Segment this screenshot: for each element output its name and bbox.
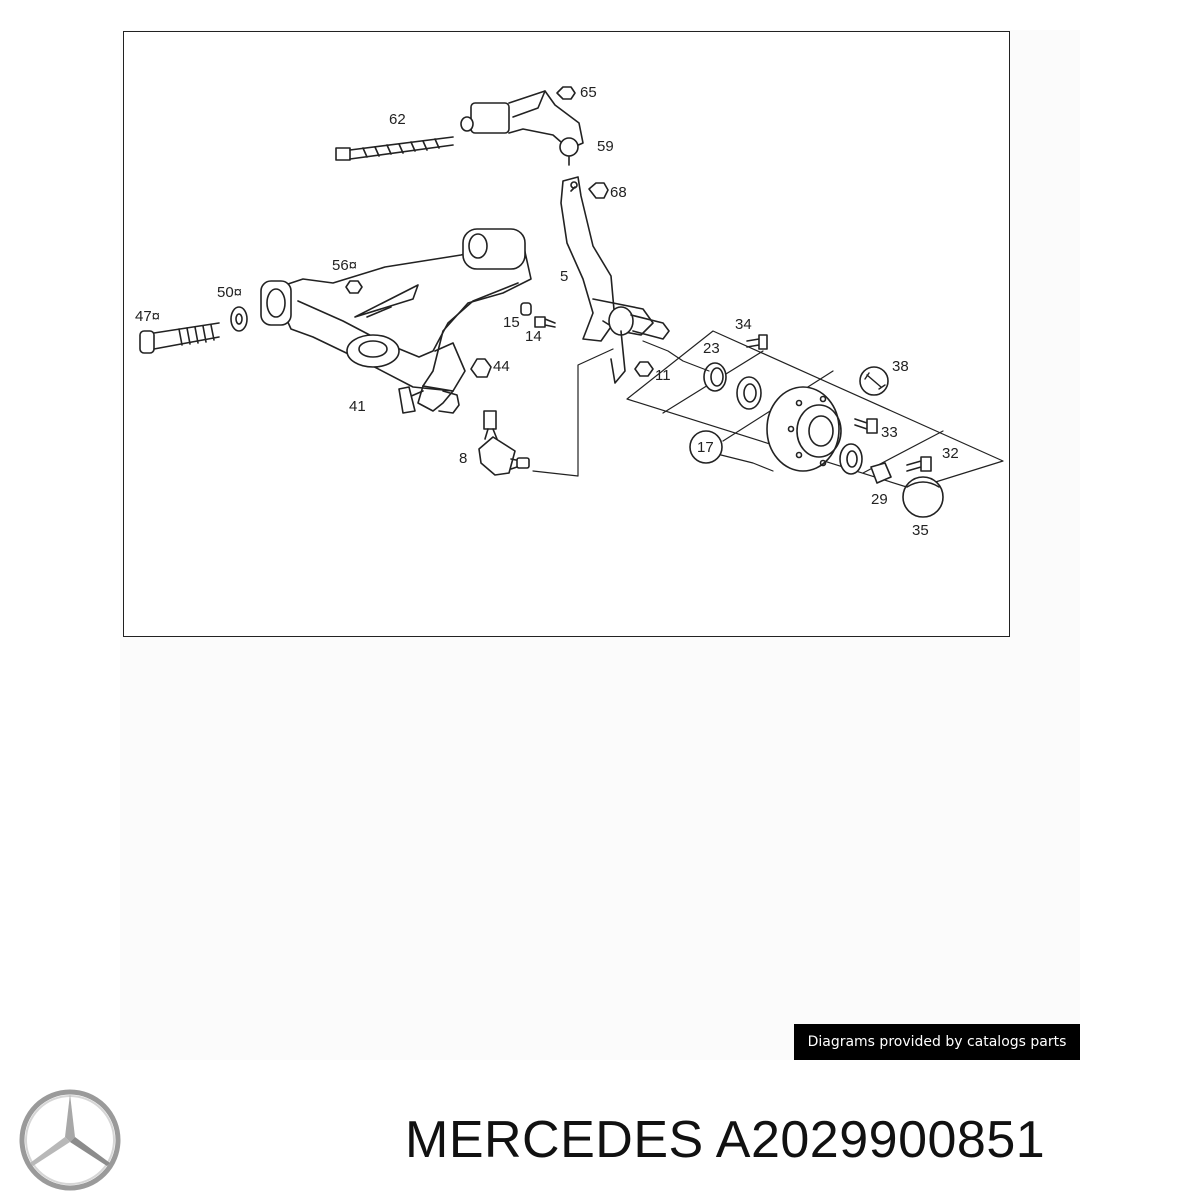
ball-joint-8-part — [478, 410, 530, 476]
bolt-62-part — [335, 136, 454, 161]
nut-56-part — [345, 280, 363, 294]
label-15: 15 — [503, 314, 520, 331]
label-65: 65 — [580, 84, 597, 101]
label-41: 41 — [349, 398, 366, 415]
label-5: 5 — [560, 268, 568, 285]
nut-68-part — [588, 182, 609, 199]
nut-44-part — [470, 358, 492, 378]
label-44: 44 — [493, 358, 510, 375]
mercedes-star-logo-icon — [19, 1089, 121, 1191]
label-34: 34 — [735, 316, 752, 333]
label-33: 33 — [881, 424, 898, 441]
assembly-17-circle — [689, 430, 723, 464]
diagram-credit-banner: Diagrams provided by catalogs parts — [794, 1024, 1080, 1060]
label-17: 17 — [697, 439, 714, 456]
label-23: 23 — [703, 340, 720, 357]
bolt-47-part — [139, 322, 220, 354]
label-8: 8 — [459, 450, 467, 467]
label-68: 68 — [610, 184, 627, 201]
label-35: 35 — [912, 522, 929, 539]
inner-bearing-part — [736, 376, 762, 410]
outer-bearing-part — [839, 443, 863, 475]
label-32: 32 — [942, 445, 959, 462]
lower-wishbone-part — [260, 228, 532, 414]
bolt-14-part — [534, 316, 556, 328]
label-11: 11 — [655, 367, 671, 384]
bolt-32-part — [906, 456, 932, 472]
label-38: 38 — [892, 358, 909, 375]
label-47: 47¤ — [135, 308, 160, 325]
label-14: 14 — [525, 328, 542, 345]
steering-knuckle-part — [560, 176, 670, 384]
nut-11-part — [634, 361, 654, 377]
label-56: 56¤ — [332, 257, 357, 274]
label-59: 59 — [597, 138, 614, 155]
page-title: MERCEDES A2029900851 — [405, 1111, 1046, 1169]
label-62: 62 — [389, 111, 406, 128]
bolt-34-part — [746, 334, 768, 350]
bolt-33-part — [854, 418, 878, 434]
part-labels: 62 65 59 68 5 56¤ 50¤ 47¤ 15 14 34 23 38… — [135, 84, 959, 539]
bolt-15-part — [520, 302, 532, 316]
clip-29-part — [870, 462, 892, 484]
hub-cap-35-part — [902, 476, 944, 518]
label-29: 29 — [871, 491, 888, 508]
label-50: 50¤ — [217, 284, 242, 301]
washer-50-part — [230, 306, 248, 332]
upper-arm-part — [460, 86, 584, 166]
suspension-diagram: 62 65 59 68 5 56¤ 50¤ 47¤ 15 14 34 23 38… — [135, 84, 1004, 539]
wheel-hub-part — [766, 386, 842, 472]
diagram-frame — [123, 31, 1010, 637]
